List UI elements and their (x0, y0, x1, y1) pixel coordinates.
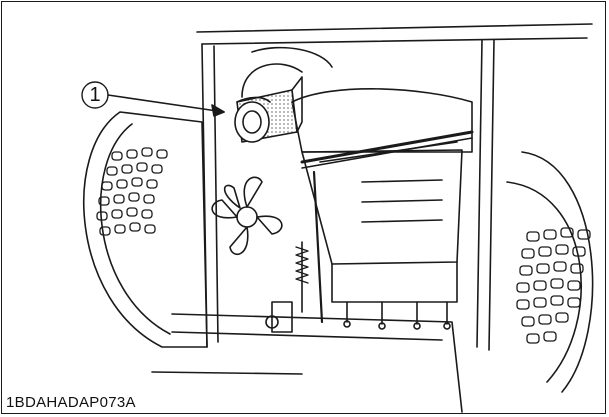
governor-linkage (265, 141, 458, 333)
hood-frame (151, 23, 593, 413)
engine-block (241, 46, 474, 330)
cooling-fan (211, 176, 283, 256)
figure-code-caption: 1BDAHADAP073A (6, 394, 136, 411)
right-grille (506, 151, 594, 393)
air-cleaner (234, 76, 303, 143)
callout-number: 1 (89, 84, 101, 106)
callout-leader-arrow (81, 81, 225, 117)
left-grille (83, 111, 208, 348)
engine-compartment-illustration (81, 23, 594, 413)
